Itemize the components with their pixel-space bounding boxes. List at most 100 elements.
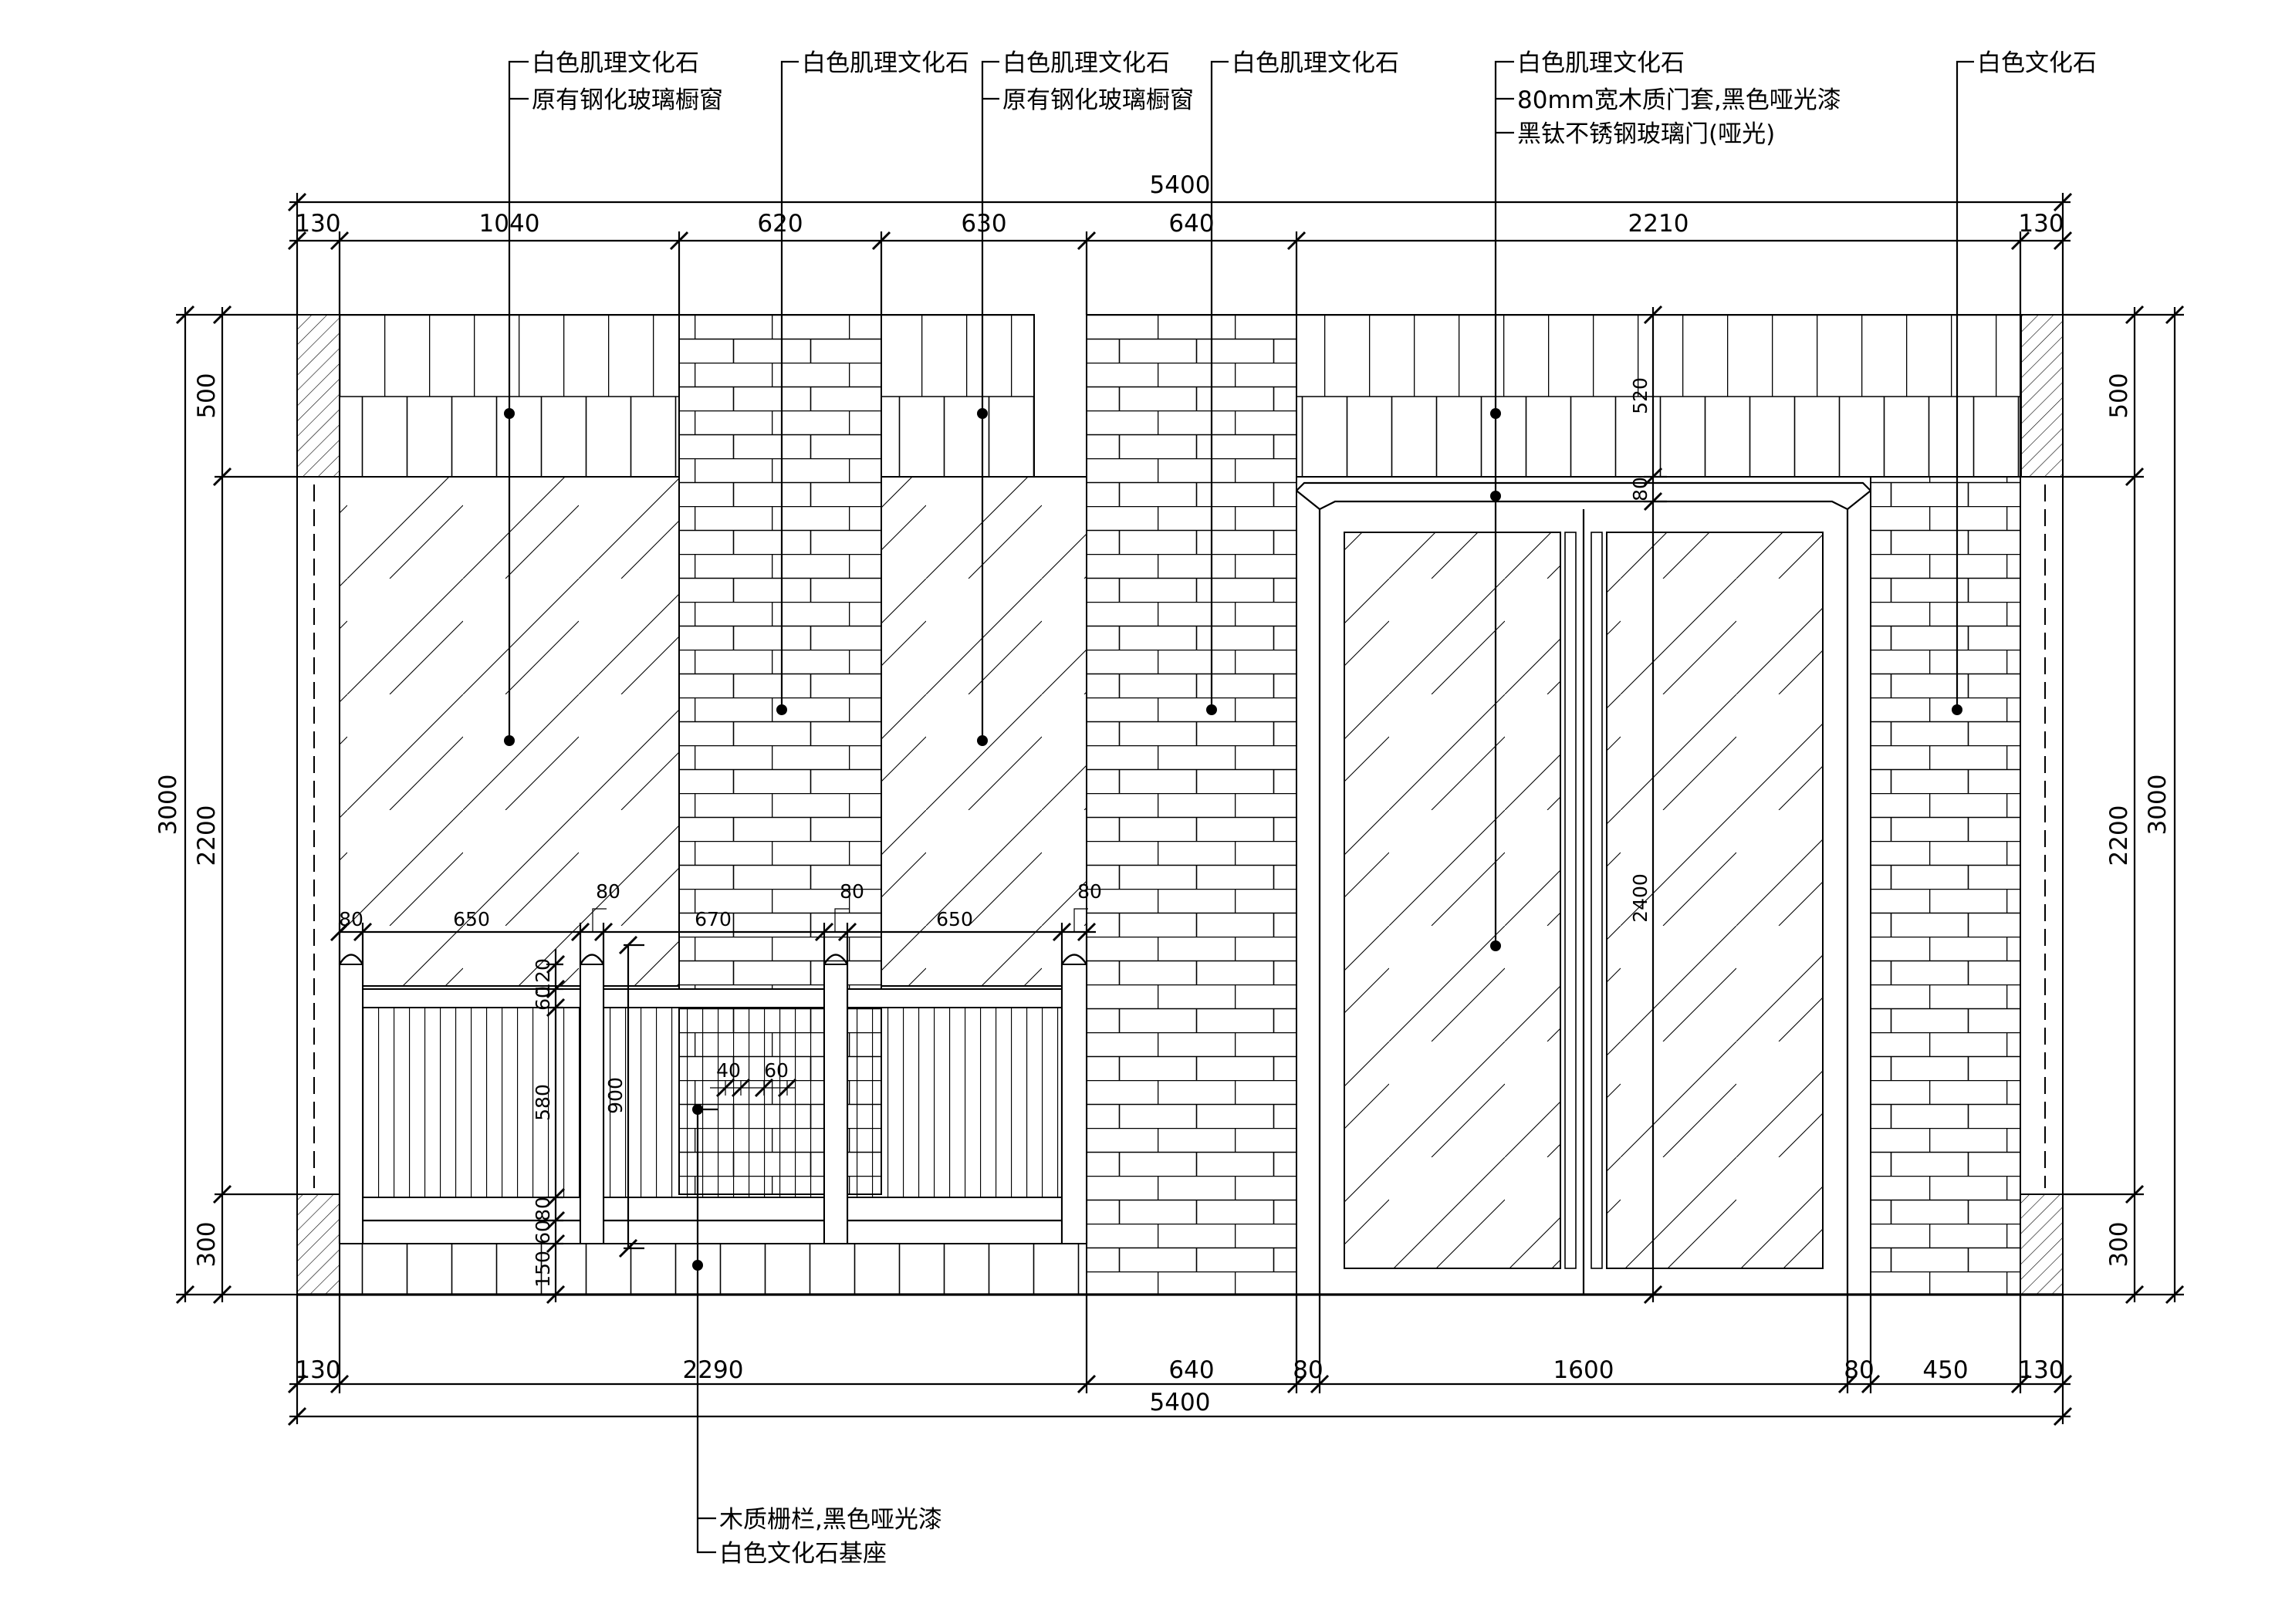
dim-right-seg-2: 2200 [2105,805,2133,866]
tick-mark [1077,1374,1097,1394]
tick-mark [546,954,566,974]
dim-fence-h-2: 650 [453,908,490,930]
dim-bottom-seg-4: 80 [1293,1356,1323,1384]
dim-left-total: 3000 [154,775,182,836]
dim-left-seg-3: 300 [193,1221,221,1267]
tick-mark [1643,305,1663,325]
tick-mark [2053,231,2073,251]
tick-mark [175,305,195,325]
dim-top-seg-1: 130 [295,210,340,238]
dim-fence-v-60a: 60 [532,986,554,1011]
dim-left-seg-2: 2200 [193,805,221,866]
dim-bottom-seg-8: 130 [2018,1356,2064,1384]
tick-mark [2125,1184,2145,1204]
tick-mark [570,922,590,942]
tick-mark [1077,231,1097,251]
dim-fence-h-6: 650 [936,908,973,930]
tick-mark [212,467,232,487]
tick-mark [287,192,307,212]
tick-mark [330,231,350,251]
tick-mark [1310,1374,1330,1394]
wooden-fence [338,954,1088,1244]
dim-slat-60: 60 [764,1059,789,1082]
note-6-line-1: 白色文化石 [1977,49,2097,77]
dim-fence-h-3: 80 [596,880,620,903]
dim-top-seg-6: 2210 [1628,210,1689,238]
tick-mark [1861,1374,1881,1394]
dim-fence-v-120: 120 [532,958,554,995]
dim-bottom-seg-7: 450 [1922,1356,1968,1384]
dim-right-total: 3000 [2144,775,2172,836]
tick-mark [1286,231,1307,251]
tick-mark [2010,1374,2030,1394]
note-7-line-2: 白色文化石基座 [719,1540,887,1568]
dim-door-520: 520 [1629,377,1651,414]
note-1-line-2: 原有钢化玻璃橱窗 [532,86,723,114]
note-3-line-2: 原有钢化玻璃橱窗 [1002,86,1194,114]
dim-fence-height: 900 [604,1077,627,1114]
note-1-line-1: 白色肌理文化石 [532,49,699,77]
dim-top-total: 5400 [1150,171,1211,199]
note-3-line-1: 白色肌理文化石 [1002,49,1170,77]
tick-mark [871,231,891,251]
tick-mark [2053,192,2073,212]
note-5-line-2: 80mm宽木质门套,黑色哑光漆 [1517,86,1841,114]
leader-dots [504,408,1962,1271]
tick-mark [2053,1374,2073,1394]
dim-bottom-seg-3: 640 [1168,1356,1214,1384]
dim-top-seg-7: 130 [2018,210,2064,238]
tick-mark [814,922,834,942]
dim-bottom-seg-6: 80 [1844,1356,1874,1384]
tick-mark [330,922,350,942]
shop-window-right [881,476,1087,987]
dim-right-seg-1: 500 [2105,373,2133,418]
tick-mark [1643,467,1663,487]
note-2-line-1: 白色肌理文化石 [802,49,969,77]
tick-mark [2125,305,2145,325]
tick-mark [1286,1374,1307,1394]
dim-door-80: 80 [1629,477,1651,501]
note-7-line-1: 木质栅栏,黑色哑光漆 [719,1506,942,1534]
tick-mark [287,1374,307,1394]
tick-mark [1077,922,1097,942]
dim-top-seg-5: 640 [1168,210,1214,238]
dim-bottom-seg-1: 130 [295,1356,340,1384]
tick-mark [754,1078,774,1098]
note-5-line-3: 黑钛不锈钢玻璃门(哑光) [1517,120,1775,148]
tick-mark [287,231,307,251]
tick-mark [287,1406,307,1426]
dim-fence-h-4: 670 [695,908,732,930]
tick-mark [618,1238,638,1258]
tick-mark [2010,231,2030,251]
dim-bottom-seg-2: 2290 [683,1356,744,1384]
tick-mark [546,1210,566,1231]
tick-mark [1837,1374,1858,1394]
dimension-lines [176,193,2184,1424]
dim-fence-h-7: 80 [1077,880,1102,903]
tick-mark [837,922,857,942]
dim-right-seg-3: 300 [2105,1221,2133,1267]
tick-mark [2165,305,2185,325]
tick-mark [212,1285,232,1305]
tick-mark [715,1078,735,1098]
dim-left-seg-1: 500 [193,373,221,418]
tick-mark [1643,491,1663,512]
dim-bottom-total: 5400 [1150,1389,1211,1416]
tick-mark [777,1078,797,1098]
tick-mark [1643,1285,1663,1305]
dim-fence-v-150: 150 [532,1251,554,1288]
dim-slat-40: 40 [716,1059,741,1082]
tick-mark [669,231,689,251]
tick-mark [546,1234,566,1254]
dim-top-seg-3: 620 [757,210,803,238]
fence-base [339,1243,1087,1295]
dim-top-seg-4: 630 [961,210,1006,238]
note-4-line-1: 白色肌理文化石 [1232,49,1399,77]
tick-mark [593,922,614,942]
tick-mark [212,305,232,325]
tick-mark [2165,1285,2185,1305]
dim-door-2400: 2400 [1629,873,1651,923]
note-5-line-1: 白色肌理文化石 [1517,49,1685,77]
tick-mark [618,935,638,955]
